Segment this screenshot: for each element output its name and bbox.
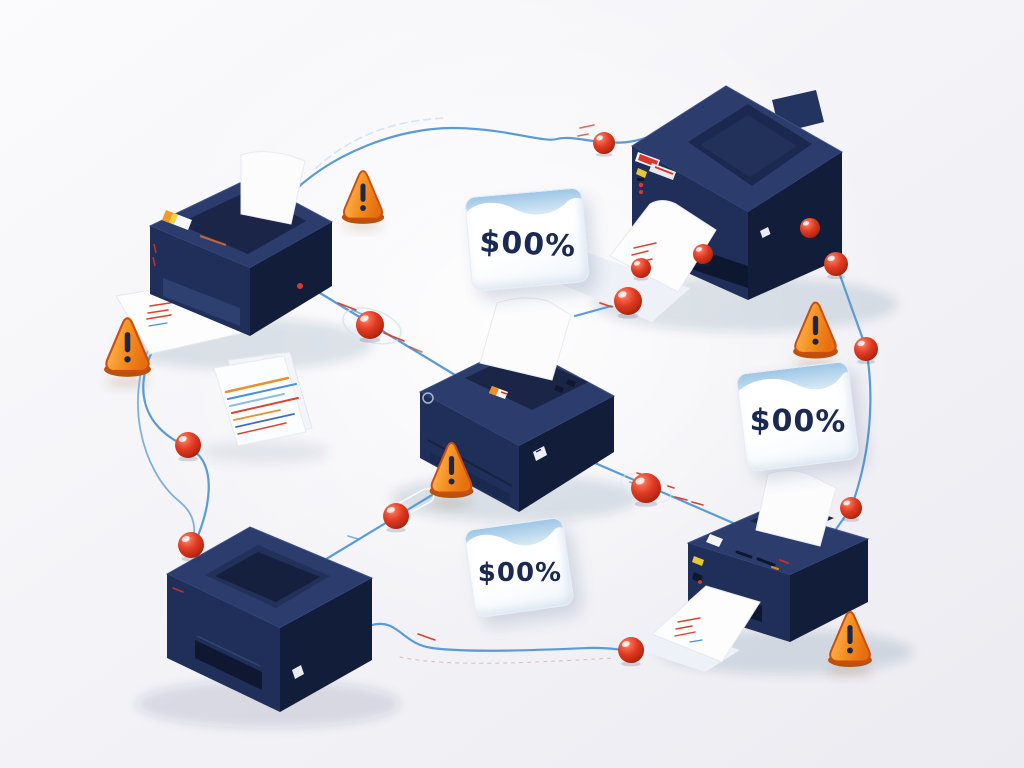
network-node-icon (593, 132, 616, 157)
tag-gloss-wave (464, 517, 563, 546)
price-tag-label: $00% (478, 224, 577, 265)
price-tag-right: $00% (735, 360, 860, 473)
network-node-icon (175, 432, 202, 462)
price-tag-label: $00% (477, 557, 562, 588)
network-node-icon (383, 503, 410, 533)
price-tag-bottom-center: $00% (463, 516, 575, 619)
printer-bottom-right (615, 470, 870, 672)
network-node-icon (854, 337, 878, 364)
tag-gloss-wave (465, 188, 582, 215)
printer-top-left (115, 151, 334, 355)
warning-cone-icon (340, 170, 386, 225)
price-tag-label: $00% (749, 403, 847, 440)
printer-bottom-left (165, 526, 374, 712)
network-node-icon (824, 252, 848, 279)
documents-stack-icon (213, 351, 313, 447)
price-tag-top-center: $00% (464, 187, 590, 292)
tag-gloss-wave (736, 361, 849, 392)
network-node-icon (618, 637, 645, 667)
